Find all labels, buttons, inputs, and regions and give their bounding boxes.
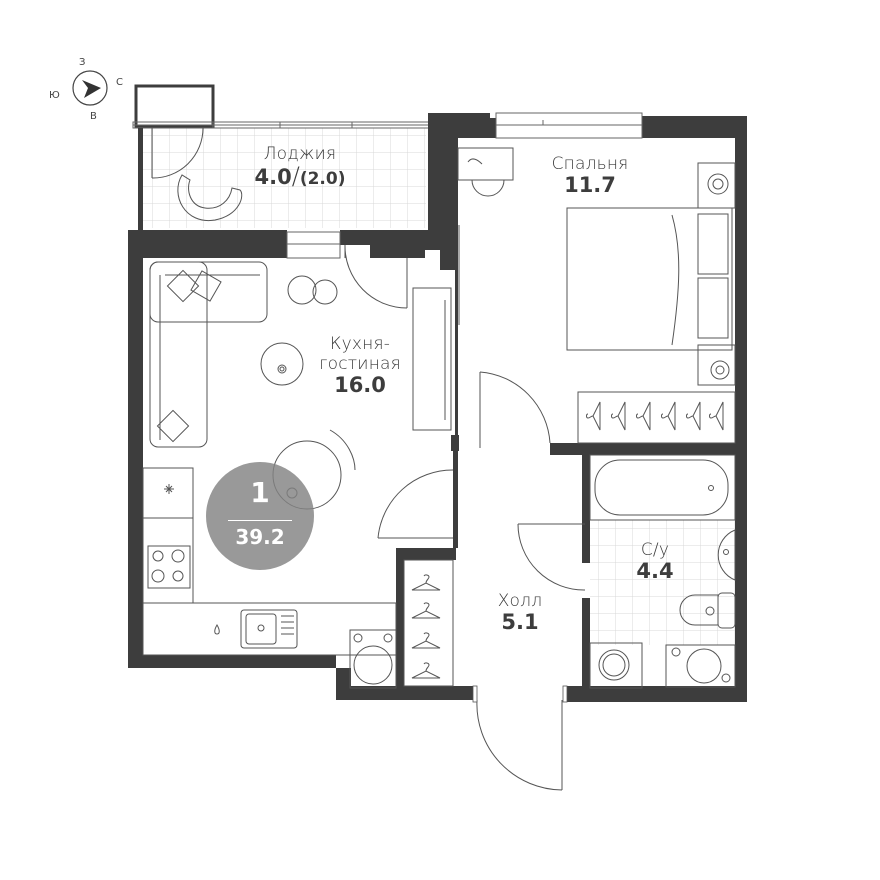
entrance-door: [476, 699, 563, 791]
compass-arrow-icon: [82, 80, 101, 98]
bedroom-window: [495, 112, 643, 139]
dryer: [589, 642, 643, 689]
room-label-loggia: Лоджия 4.0/(2.0): [230, 144, 370, 189]
loggia-door: [151, 127, 408, 309]
badge-divider: [228, 520, 292, 521]
compass-south: Ю: [49, 90, 60, 101]
washing-machine: [349, 629, 397, 689]
fridge: [142, 467, 194, 519]
toilet: [679, 594, 719, 626]
vanity-table: [457, 147, 514, 181]
room-name-line1: Кухня-: [329, 334, 391, 354]
bedroom-door: [479, 371, 551, 448]
compass-west: З: [79, 57, 86, 68]
hall-wardrobe: [403, 559, 454, 687]
room-label-bedroom: Спальня 11.7: [530, 154, 650, 196]
room-label-hall: Холл 5.1: [480, 591, 560, 633]
coffee-table: [260, 342, 304, 386]
bedroom-furniture: [457, 147, 736, 444]
room-label-kitchen-living: Кухня- гостиная 16.0: [300, 334, 420, 396]
sink: [240, 609, 298, 649]
room-name-line2: гостиная: [319, 354, 401, 374]
room-name: Лоджия: [263, 144, 337, 164]
kitchen-furniture: [142, 261, 452, 689]
bathroom-fixtures: [589, 454, 736, 689]
rooms-count: 1: [250, 476, 270, 509]
nightstand: [697, 162, 736, 209]
room-name: Спальня: [551, 154, 629, 174]
room-area: 11.7: [564, 173, 616, 197]
compass-north: С: [116, 77, 123, 88]
bathroom-floor: [590, 520, 735, 645]
loggia-balcony-frame: [134, 84, 215, 128]
bed: [566, 207, 733, 351]
room-name: С/у: [640, 540, 670, 560]
washbasin: [717, 529, 736, 581]
room-name: Холл: [497, 591, 543, 611]
kitchen-door: [377, 469, 454, 539]
shower-tray: [665, 644, 736, 688]
room-area: 5.1: [501, 610, 539, 634]
nightstand: [697, 344, 736, 386]
room-area: 4.0/(2.0): [254, 162, 346, 190]
room-label-bathroom: С/у 4.4: [615, 540, 695, 582]
loggia-floor: [143, 128, 426, 228]
walls: [128, 113, 747, 702]
kitchen-window: [286, 231, 341, 259]
kitchen-wardrobe: [412, 287, 452, 431]
room-area: 16.0: [334, 373, 386, 397]
plant-icon: [287, 275, 338, 305]
bathroom-door: [517, 523, 586, 591]
bathtub: [589, 454, 736, 521]
compass: [72, 70, 108, 106]
compass-east: В: [90, 111, 97, 122]
apartment-badge: 1 39.2: [206, 462, 314, 570]
sofa: [149, 261, 268, 323]
stove: [147, 545, 191, 589]
total-area: 39.2: [235, 525, 285, 549]
wardrobe: [577, 391, 736, 444]
room-area: 4.4: [636, 559, 674, 583]
armchair: [177, 174, 243, 221]
